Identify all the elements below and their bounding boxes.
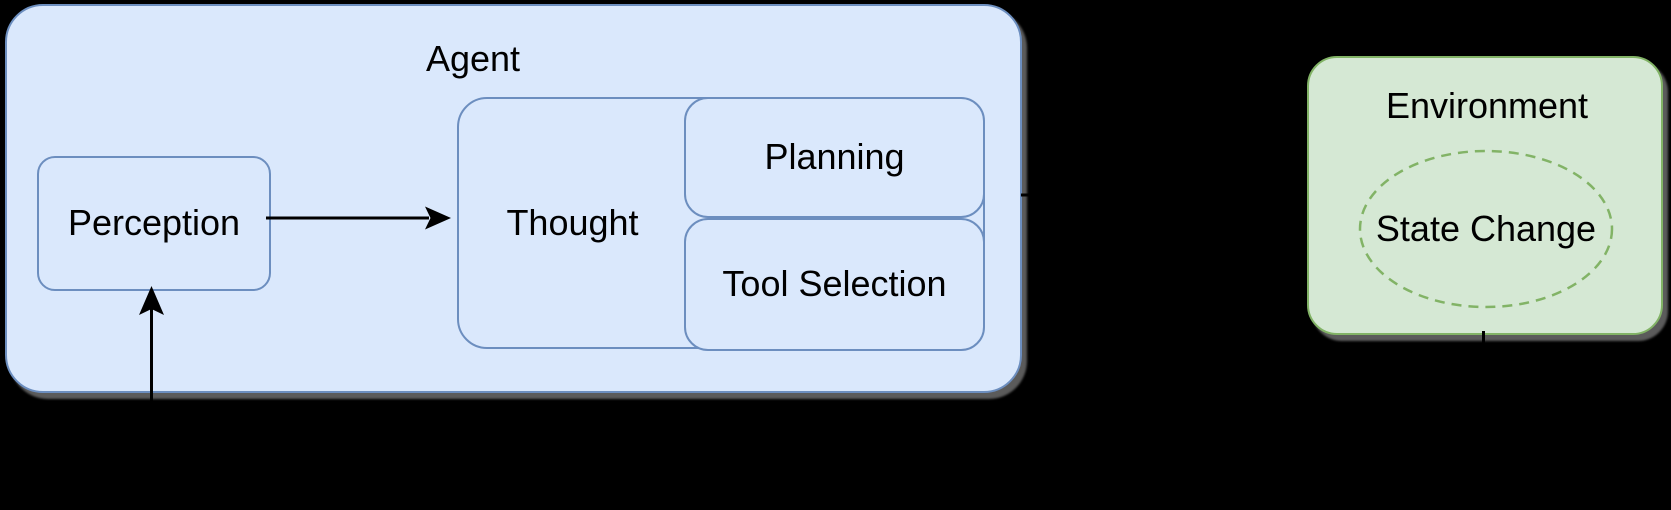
environment-label: Environment <box>1385 85 1589 126</box>
tool-selection-node: Tool Selection <box>684 218 985 351</box>
state-change-label: State Change <box>1375 208 1597 250</box>
thought-label: Thought <box>506 201 639 243</box>
planning-node: Planning <box>684 97 985 218</box>
thought-label-area: Thought <box>459 99 686 347</box>
perception-label: Perception <box>67 202 241 244</box>
perception-node: Perception <box>37 156 271 291</box>
state-change-ellipse <box>1358 149 1614 309</box>
planning-label: Planning <box>764 136 905 178</box>
tool-selection-label: Tool Selection <box>722 263 947 305</box>
state-change-label-area: State Change <box>1356 148 1616 311</box>
agent-box: Agent Perception Thought Planning Tool S… <box>5 4 1022 393</box>
agent-label: Agent <box>425 38 521 79</box>
environment-box: Environment <box>1307 56 1663 335</box>
